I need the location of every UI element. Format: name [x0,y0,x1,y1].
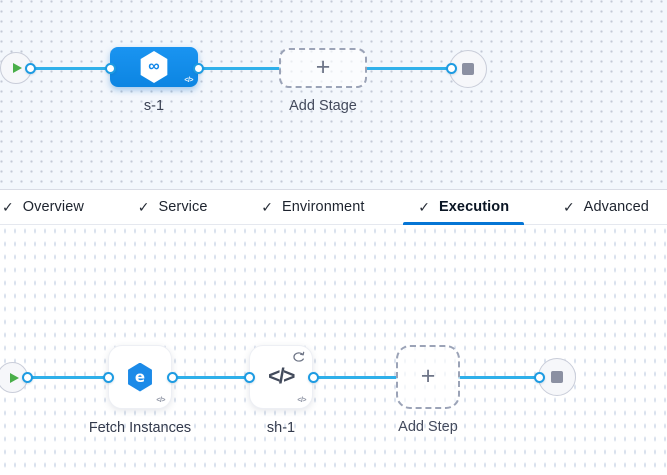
plus-icon: + [315,52,331,81]
check-icon: ✓ [2,199,14,215]
port-exec-start-out[interactable] [21,371,33,383]
play-icon [9,372,19,383]
step-node-sh-1[interactable]: </> </> [249,345,313,409]
port-fetch-out[interactable] [166,371,178,383]
yaml-code-icon[interactable]: </> [156,397,165,404]
step-name-label: sh-1 [266,420,296,436]
port-stage-out[interactable] [192,62,204,74]
looping-strategy-icon[interactable] [291,351,306,364]
yaml-code-icon[interactable]: </> [297,397,306,404]
plus-icon: + [420,361,436,390]
tab-overview[interactable]: ✓ Overview [2,199,84,215]
add-step-label: Add Step [398,419,458,435]
step-name-label: Fetch Instances [88,420,192,436]
shell-script-icon: </> [268,365,295,388]
tab-service[interactable]: ✓ Service [137,199,208,215]
tab-advanced[interactable]: ✓ Advanced [562,199,649,215]
step-connector [458,376,540,379]
port-start-out[interactable] [24,62,36,74]
stage-name-label: s-1 [143,98,165,114]
cd-stage-hexagon-icon: ∞ [140,51,168,83]
tab-environment[interactable]: ✓ Environment [261,199,365,215]
check-icon: ✓ [261,199,273,215]
stage-config-tabbar: ✓ Overview ✓ Service ✓ Environment ✓ Exe… [0,189,667,225]
play-icon [13,63,22,73]
tab-execution[interactable]: ✓ Execution [403,190,525,225]
stage-node-s-1[interactable]: ∞ </> [110,47,198,87]
port-end-in[interactable] [445,62,457,74]
stop-icon [462,63,474,75]
fetch-instances-elastigroup-icon: e [128,362,152,392]
add-stage-button[interactable]: + [279,48,367,88]
stage-connector [198,67,281,70]
stage-graph-canvas[interactable]: ∞ </> s-1 + Add Stage [0,0,667,189]
step-connector [311,376,398,379]
port-stage-in[interactable] [104,62,116,74]
stop-icon [551,371,563,383]
add-step-button[interactable]: + [396,345,460,409]
check-icon: ✓ [137,199,150,215]
stage-connector [366,67,452,70]
check-icon: ✓ [562,199,575,215]
step-node-fetch-instances[interactable]: e </> [108,345,172,409]
execution-graph-canvas[interactable] [0,225,667,475]
port-fetch-in[interactable] [102,371,114,383]
port-exec-end-in[interactable] [533,371,545,383]
check-icon: ✓ [418,199,430,215]
yaml-code-icon[interactable]: </> [184,77,193,84]
step-connector [170,376,251,379]
step-connector [26,376,110,379]
stage-connector [28,67,110,70]
port-sh1-in[interactable] [243,371,255,383]
add-stage-label: Add Stage [289,98,357,114]
port-sh1-out[interactable] [307,371,319,383]
